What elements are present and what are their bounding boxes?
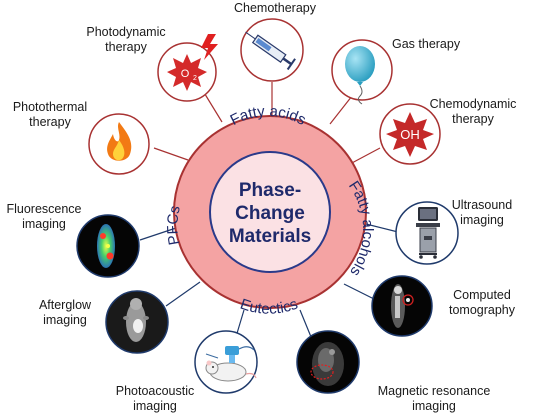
center-title-line1: Phase- (239, 180, 301, 201)
mouse-probe-icon (205, 346, 257, 382)
label-chemodynamic-line2: therapy (452, 112, 494, 126)
label-photoacoustic-line1: Photoacoustic (116, 384, 195, 398)
afterglow-mouse-image (123, 298, 149, 342)
label-photodynamic-line2: therapy (105, 40, 147, 54)
node-ultrasound: Ultrasound imaging (395, 198, 512, 265)
connector-fluorescence (139, 227, 177, 241)
ring-core (209, 151, 331, 273)
node-ct: Computed tomography (371, 275, 516, 337)
fluorescence-mouse-image (97, 224, 115, 268)
label-photothermal-line1: Photothermal (13, 100, 87, 114)
label-photodynamic-line1: Photodynamic (86, 25, 165, 39)
node-mri: Magnetic resonance imaging (296, 330, 491, 413)
label-afterglow-line2: imaging (43, 313, 87, 327)
label-chemotherapy: Chemotherapy (234, 1, 317, 15)
label-chemodynamic-line1: Chemodynamic (430, 97, 517, 111)
ring-label-eutectics: Eutectics (238, 296, 300, 318)
label-ct-line1: Computed (453, 288, 511, 302)
label-fluorescence-line1: Fluorescence (6, 202, 81, 216)
connector-gas (329, 95, 353, 125)
node-photoacoustic: Photoacoustic imaging (116, 330, 258, 413)
syringe-icon (245, 31, 296, 71)
connector-ultrasound (365, 223, 399, 233)
node-afterglow: Afterglow imaging (39, 290, 169, 354)
oxygen-symbol: O (181, 68, 190, 80)
label-ct-line2: tomography (449, 303, 516, 317)
center-title-line3: Materials (229, 226, 311, 247)
label-afterglow-line1: Afterglow (39, 298, 92, 312)
oxygen-burst-icon: O 2 (167, 34, 218, 91)
connector-chemodynamic (349, 147, 381, 165)
connector-afterglow (165, 281, 201, 307)
hydroxyl-symbol: OH (400, 127, 420, 142)
node-chemodynamic: OH Chemodynamic therapy (379, 97, 517, 165)
ct-scan-image (391, 284, 414, 328)
center-title-line2: Change (235, 203, 305, 224)
node-photodynamic: O 2 Photodynamic therapy (86, 25, 218, 102)
label-mri-line2: imaging (412, 399, 456, 413)
node-gas: Gas therapy (331, 37, 461, 105)
hydroxyl-burst-icon: OH (386, 112, 434, 157)
ring-label-pfcs: PFCs (164, 204, 184, 246)
oxygen-subscript: 2 (193, 75, 197, 82)
connector-photothermal (153, 147, 189, 161)
flame-icon (107, 122, 132, 161)
pcm-ring: Fatty acids Fatty alcohols Eutectics PFC… (164, 103, 376, 318)
node-chemotherapy: Chemotherapy (234, 1, 317, 82)
label-fluorescence-line2: imaging (22, 217, 66, 231)
ultrasound-machine-icon (416, 207, 440, 259)
mri-scan-image (310, 342, 344, 386)
label-ultrasound-line1: Ultrasound (452, 198, 512, 212)
label-mri-line1: Magnetic resonance (378, 384, 491, 398)
label-ultrasound-line2: imaging (460, 213, 504, 227)
balloon-icon (345, 46, 375, 105)
label-gas: Gas therapy (392, 37, 461, 51)
label-photothermal-line2: therapy (29, 115, 71, 129)
connector-ct (343, 283, 377, 301)
lightning-bolt-icon (201, 34, 218, 60)
node-photothermal: Photothermal therapy (13, 100, 150, 175)
node-fluorescence: Fluorescence imaging (6, 202, 140, 278)
label-photoacoustic-line2: imaging (133, 399, 177, 413)
